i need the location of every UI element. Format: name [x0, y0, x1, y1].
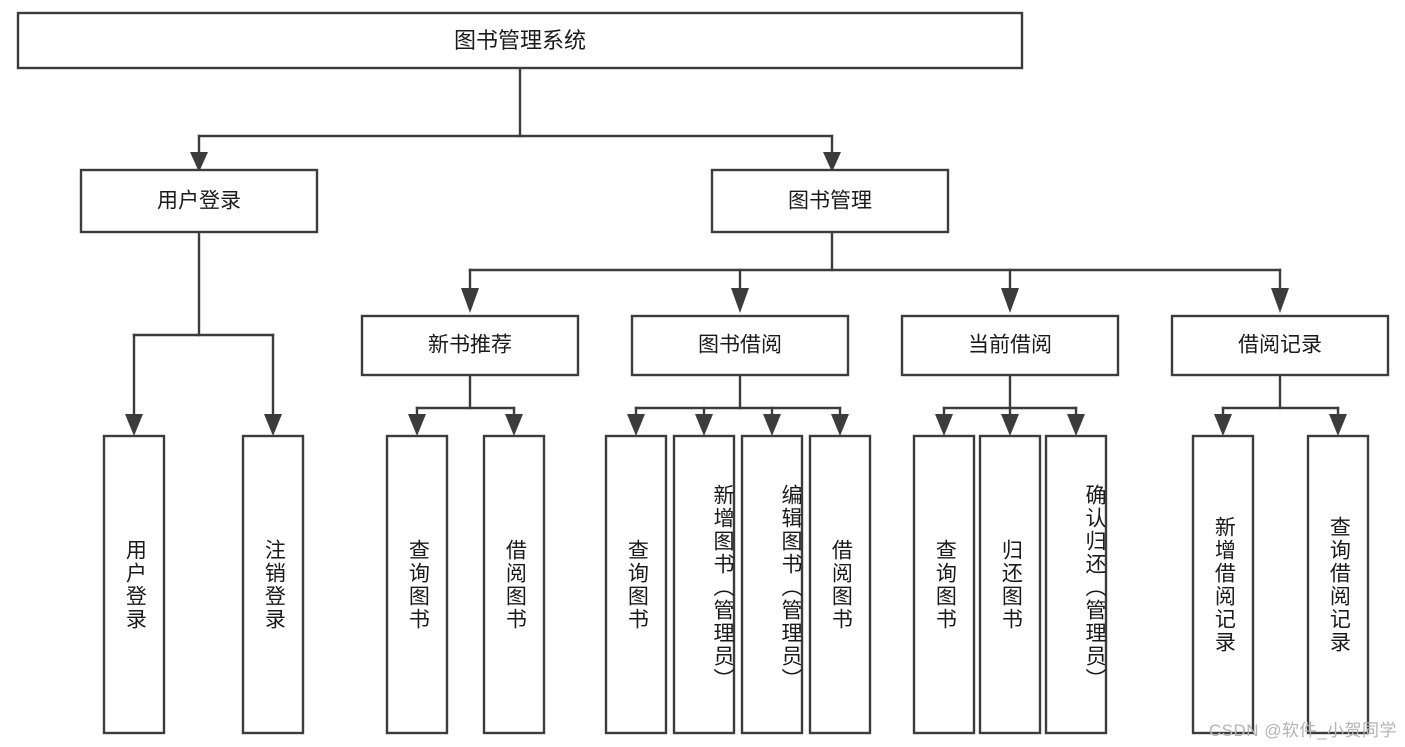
node-book-manage[interactable]: 图书管理: [710, 168, 950, 234]
connectors: [125, 66, 1347, 436]
leaf-box-logout[interactable]: [241, 434, 305, 735]
node-root-label: 图书管理系统: [454, 28, 586, 53]
leaf-box-bb-borrow-book[interactable]: [808, 434, 872, 735]
node-user-login[interactable]: 用户登录: [79, 168, 319, 234]
node-book-borrow-label: 图书借阅: [698, 334, 782, 357]
node-book-borrow-box[interactable]: [630, 314, 850, 377]
leaf-boxes: [102, 434, 1370, 735]
arrowhead-book-manage: [823, 152, 841, 172]
arrowhead-cb-leaf3: [1067, 414, 1085, 436]
leaf-box-nb-query-book[interactable]: [385, 434, 449, 735]
node-new-book-recommend-label: 新书推荐: [428, 334, 512, 357]
arrowhead-bb-leaf1: [627, 414, 645, 436]
arrowhead-bb-leaf4: [831, 414, 849, 436]
node-new-book-recommend-box[interactable]: [360, 314, 580, 377]
arrowhead-borrow-record: [1271, 288, 1289, 313]
arrowhead-current-borrow: [1001, 288, 1019, 313]
node-book-manage-box[interactable]: [710, 168, 950, 234]
csdn-watermark: CSDN @软件_小贺同学: [1208, 721, 1397, 740]
arrowhead-user-login: [190, 152, 208, 172]
arrowhead-br-leaf1: [1214, 414, 1232, 436]
leaf-box-bb-add-book[interactable]: [672, 434, 736, 735]
node-book-borrow[interactable]: 图书借阅: [630, 314, 850, 377]
leaf-box-br-add-record[interactable]: [1191, 434, 1255, 735]
node-root[interactable]: 图书管理系统: [16, 11, 1024, 70]
node-user-login-box[interactable]: [79, 168, 319, 234]
node-root-box[interactable]: [16, 11, 1024, 70]
node-new-book-recommend[interactable]: 新书推荐: [360, 314, 580, 377]
node-borrow-record-box[interactable]: [1170, 314, 1390, 377]
arrowhead-new-book: [461, 288, 479, 313]
node-user-login-label: 用户登录: [157, 190, 241, 213]
leaf-box-cb-return-book[interactable]: [978, 434, 1042, 735]
arrowhead-br-leaf2: [1329, 414, 1347, 436]
node-current-borrow-label: 当前借阅: [968, 334, 1052, 357]
arrowhead-nb-leaf2: [505, 414, 523, 436]
leaf-box-cb-query-book[interactable]: [912, 434, 976, 735]
leaf-box-cb-confirm-return[interactable]: [1044, 434, 1108, 735]
leaf-box-bb-edit-book[interactable]: [740, 434, 804, 735]
node-borrow-record[interactable]: 借阅记录: [1170, 314, 1390, 377]
arrowhead-book-borrow: [731, 288, 749, 313]
leaf-box-br-query-record[interactable]: [1306, 434, 1370, 735]
leaf-box-nb-borrow-book[interactable]: [482, 434, 546, 735]
arrowhead-leaf-logout: [264, 414, 282, 436]
node-book-manage-label: 图书管理: [788, 190, 872, 213]
arrowhead-leaf-user-login: [125, 414, 143, 436]
arrowhead-bb-leaf2: [695, 414, 713, 436]
arrowhead-cb-leaf2: [1001, 414, 1019, 436]
node-current-borrow-box[interactable]: [900, 314, 1120, 377]
arrowhead-bb-leaf3: [763, 414, 781, 436]
arrowhead-cb-leaf1: [935, 414, 953, 436]
node-current-borrow[interactable]: 当前借阅: [900, 314, 1120, 377]
node-borrow-record-label: 借阅记录: [1238, 334, 1322, 357]
leaf-box-bb-query-book[interactable]: [604, 434, 668, 735]
leaf-box-user-login[interactable]: [102, 434, 166, 735]
arrowhead-nb-leaf1: [408, 414, 426, 436]
